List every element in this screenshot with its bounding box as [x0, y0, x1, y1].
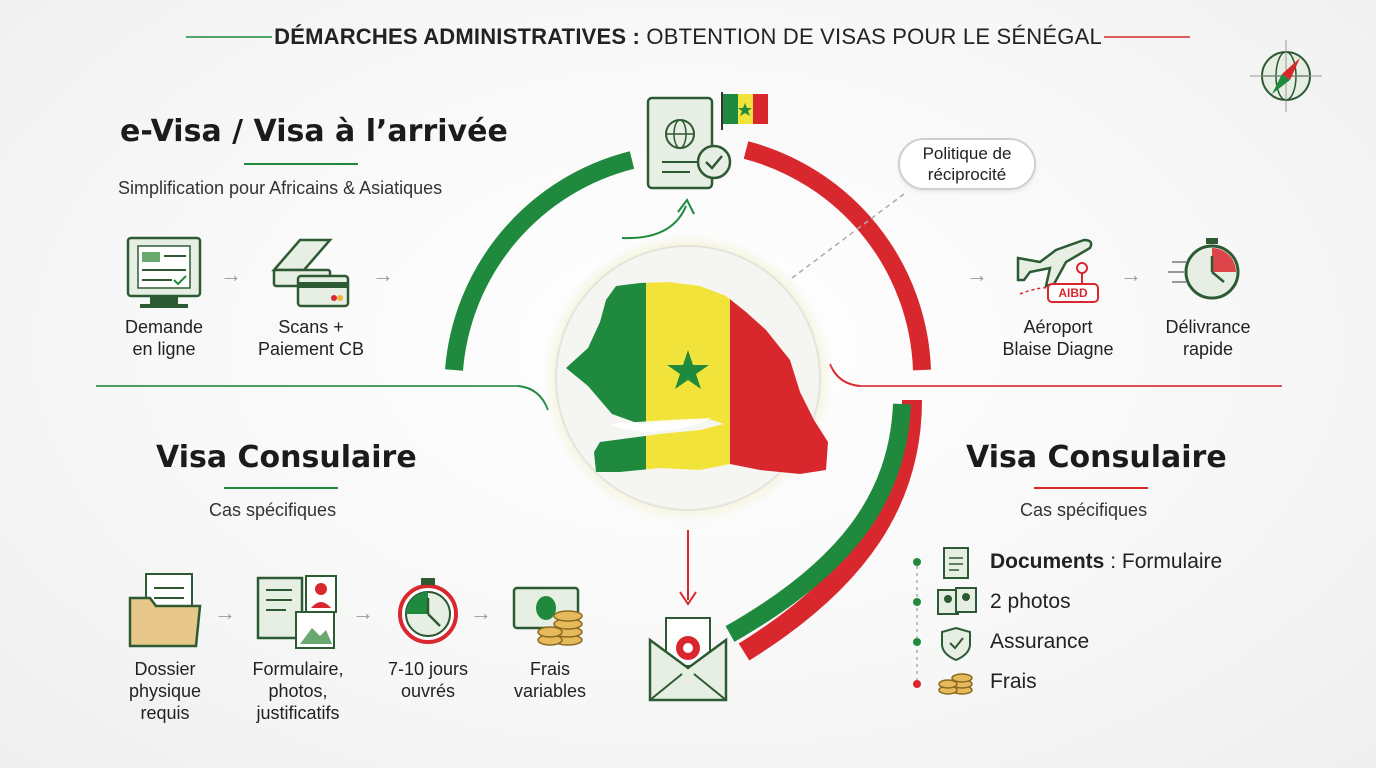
step-label-line: Délivrance	[1165, 317, 1251, 337]
envelope-seal-icon	[648, 617, 728, 702]
step-airport: Aéroport Blaise Diagne	[990, 316, 1126, 360]
step-label-line: Formulaire,	[252, 659, 344, 679]
step-label-line: requis	[140, 703, 190, 723]
list-item-text: : Formulaire	[1104, 550, 1223, 573]
scanner-card-icon	[271, 238, 350, 308]
arrow-right-icon: →	[470, 600, 492, 625]
consular-right-subtitle: Cas spécifiques	[1020, 500, 1148, 520]
step-physical-file: Dossier physique requis	[110, 658, 220, 724]
bubble-line: Politique de	[922, 144, 1012, 163]
step-label-line: en ligne	[132, 339, 196, 359]
step-scans-payment: Scans + Paiement CB	[246, 316, 376, 360]
arrow-right-icon: →	[220, 262, 242, 287]
step-label-line: Blaise Diagne	[1002, 339, 1114, 359]
timer-icon	[398, 578, 458, 644]
page-title: DÉMARCHES ADMINISTRATIVES : OBTENTION DE…	[0, 24, 1376, 50]
consular-right-title: Visa Consulaire	[966, 440, 1227, 475]
page-title-bold: DÉMARCHES ADMINISTRATIVES :	[274, 24, 641, 49]
arrow-right-icon: →	[1120, 262, 1142, 287]
step-label-line: Frais	[530, 659, 570, 679]
senegal-flag-icon	[721, 92, 768, 130]
folder-icon	[128, 573, 202, 648]
step-label-line: Scans +	[278, 317, 344, 337]
arrow-right-icon: →	[372, 262, 394, 287]
consular-list-graphics	[913, 547, 977, 695]
consular-left-subtitle: Cas spécifiques	[209, 500, 337, 520]
list-item-photos: 2 photos	[990, 590, 1071, 614]
money-coins-icon	[512, 586, 583, 646]
step-label-line: ouvrés	[400, 681, 456, 701]
step-label-line: 7-10 jours	[387, 659, 469, 679]
arrow-right-icon: →	[214, 600, 236, 625]
list-item-insurance: Assurance	[990, 630, 1089, 654]
list-item-text: 2 photos	[990, 590, 1071, 613]
passport-icon	[646, 96, 732, 190]
arrow-right-icon: →	[352, 600, 374, 625]
compass-globe-icon	[1250, 40, 1322, 112]
step-variable-fees: Frais variables	[494, 658, 606, 702]
list-item-documents: Documents : Formulaire	[990, 550, 1222, 574]
step-label-line: rapide	[1182, 339, 1234, 359]
step-label-line: Demande	[124, 317, 204, 337]
step-label-line: photos,	[268, 681, 328, 701]
reciprocity-bubble: Politique de réciprocité	[898, 138, 1036, 190]
step-label-line: physique	[128, 681, 202, 701]
step-label-line: justificatifs	[256, 703, 340, 723]
arrow-right-icon: →	[966, 262, 988, 287]
page-title-rest: OBTENTION DE VISAS POUR LE SÉNÉGAL	[640, 24, 1102, 49]
list-item-text: Frais	[990, 670, 1037, 693]
step-label-line: Paiement CB	[257, 339, 365, 359]
step-label-line: variables	[513, 681, 587, 701]
step-label-line: Dossier	[134, 659, 196, 679]
list-item-text: Assurance	[990, 630, 1090, 653]
step-online-request: Demande en ligne	[104, 316, 224, 360]
photos-form-icon	[256, 575, 337, 649]
evisa-title: e-Visa / Visa à l’arrivée	[120, 114, 508, 149]
step-processing-time: 7-10 jours ouvrés	[370, 658, 486, 702]
computer-form-icon	[126, 236, 202, 308]
airplane-icon	[1016, 238, 1099, 303]
step-form-photos: Formulaire, photos, justificatifs	[236, 658, 360, 724]
step-label-line: Aéroport	[1023, 317, 1093, 337]
list-item-bold: Documents	[990, 550, 1105, 573]
stopwatch-icon	[1168, 238, 1240, 300]
bubble-line: réciprocité	[927, 165, 1007, 184]
evisa-subtitle: Simplification pour Africains & Asiatiqu…	[118, 178, 443, 198]
consular-left-title: Visa Consulaire	[156, 440, 417, 475]
list-item-fees: Frais	[990, 670, 1037, 694]
aibd-badge: AIBD	[1058, 286, 1088, 300]
step-fast-delivery: Délivrance rapide	[1148, 316, 1268, 360]
